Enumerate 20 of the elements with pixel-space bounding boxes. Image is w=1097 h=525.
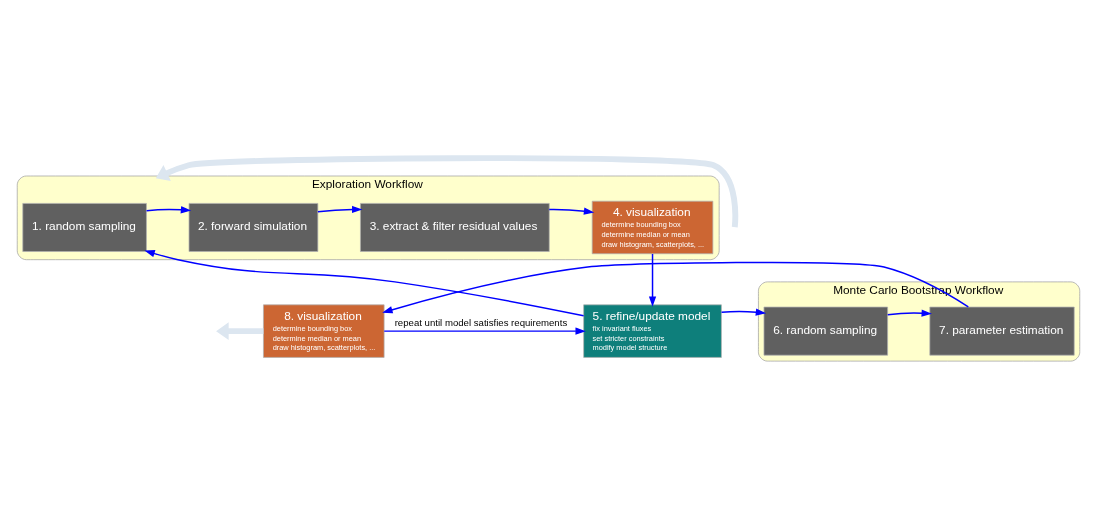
node-box: 4. visualization determine bounding box determine median or mean draw histogram, scatterplots, ... (591, 200, 714, 255)
node-box: 8. visualization determine bounding box determine median or mean draw histogram, scatterplots, ... (263, 304, 385, 358)
node-box: 3. extract & filter residual values (360, 203, 550, 252)
node-box: 7. parameter estimation (929, 306, 1075, 356)
arrow (548, 207, 595, 215)
arrow (155, 155, 739, 228)
arrow (648, 253, 657, 307)
node-box: 6. random sampling (763, 306, 888, 356)
arrow (144, 250, 585, 317)
arrow (317, 205, 363, 214)
edge-label: repeat until model satisfies requirements (394, 317, 568, 329)
arrow (887, 309, 932, 317)
node-box: 5. refine/update model fix invariant fluxes set stricter constraints modify model structure (583, 304, 722, 358)
arrow (216, 322, 264, 340)
arrow (382, 261, 970, 314)
arrow (145, 206, 192, 214)
arrow (383, 327, 586, 335)
node-box: 2. forward simulation (188, 203, 319, 252)
arrow (720, 308, 767, 316)
node-box: 1. random sampling (22, 203, 147, 252)
